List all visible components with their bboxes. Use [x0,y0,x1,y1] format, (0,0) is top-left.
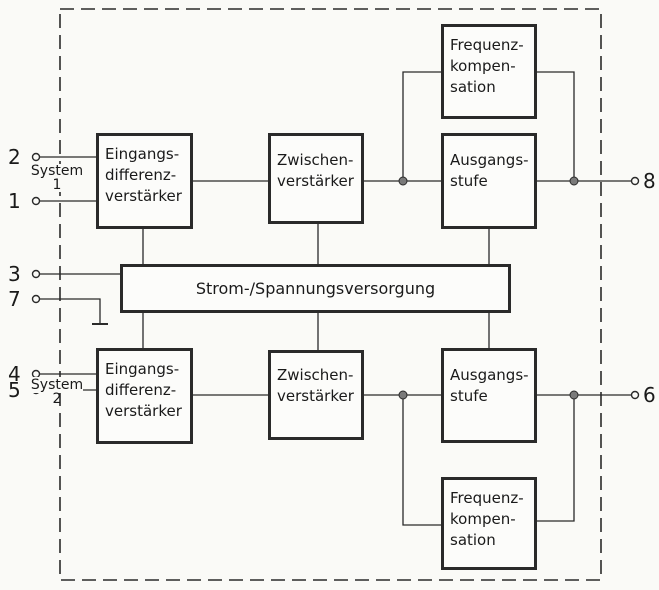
block-line: Eingangs- [105,145,180,163]
system-1-word: System [30,163,84,179]
ic-package-outline [59,8,602,581]
block-line: Zwischen- [277,151,354,169]
intermediate-amplifier-2: Zwischen- verstärker [268,350,364,440]
block-line: verstärker [277,387,354,405]
block-line: Zwischen- [277,366,354,384]
output-stage-2: Ausgangs- stufe [441,348,537,443]
block-line: stufe [450,172,488,190]
block-line: verstärker [105,187,182,205]
output-stage-1: Ausgangs- stufe [441,133,537,229]
system-2-label: System 2 [26,377,88,407]
block-line: sation [450,531,496,549]
block-line: sation [450,78,496,96]
block-line: Ausgangs- [450,151,529,169]
block-line: Ausgangs- [450,366,529,384]
frequency-compensation-1: Frequenz- kompen- sation [441,24,537,119]
block-line: Frequenz- [450,489,524,507]
block-line: Frequenz- [450,36,524,54]
power-supply-block: Strom-/Spannungsversorgung [120,264,511,313]
pin-7-label: 7 [8,287,21,311]
input-differential-amplifier-1: Eingangs- differenz- verstärker [96,133,193,229]
block-line: verstärker [105,402,182,420]
block-line: kompen- [450,57,516,75]
frequency-compensation-2: Frequenz- kompen- sation [441,477,537,570]
block-line: kompen- [450,510,516,528]
input-differential-amplifier-2: Eingangs- differenz- verstärker [96,348,193,444]
pin-2-label: 2 [8,145,21,169]
block-line: Eingangs- [105,360,180,378]
pin-4-label: 4 [8,362,21,386]
pin-6-label: 6 [643,383,656,407]
system-1-label: System 1 [26,164,88,192]
system-2-word: System [30,377,84,393]
pin-5-label: 5 [8,378,21,402]
block-line: stufe [450,387,488,405]
pin-3-label: 3 [8,262,21,286]
block-line: differenz- [105,166,177,184]
block-line: differenz- [105,381,177,399]
block-line: verstärker [277,172,354,190]
pin-8-label: 8 [643,169,656,193]
pin-1-label: 1 [8,189,21,213]
system-1-number: 1 [52,177,62,193]
intermediate-amplifier-1: Zwischen- verstärker [268,133,364,224]
system-2-number: 2 [52,391,62,407]
